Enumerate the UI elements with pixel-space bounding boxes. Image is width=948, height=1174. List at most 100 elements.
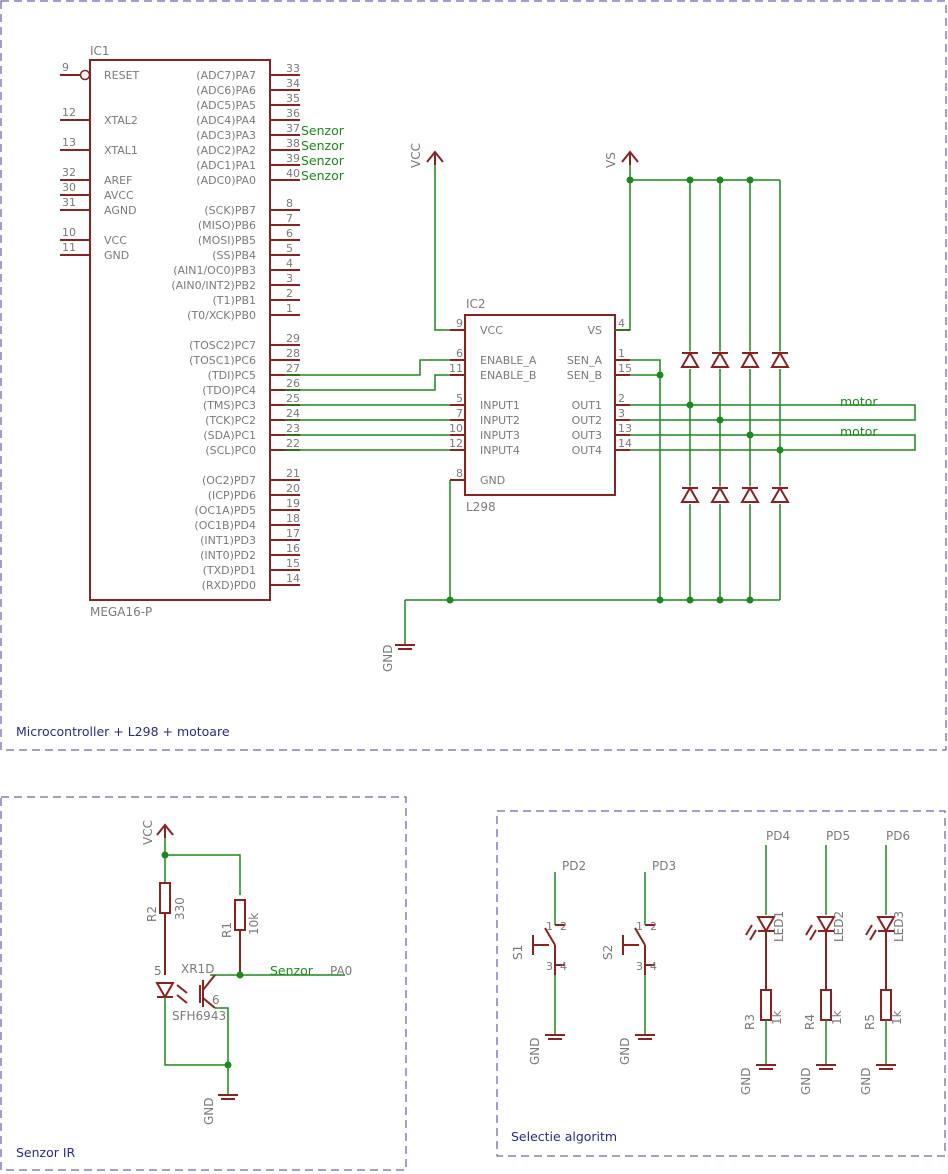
sensor-net-pa3: Senzor	[301, 123, 345, 138]
led-res-name: R4	[803, 1014, 817, 1030]
ic2-pin-num: 14	[618, 437, 632, 450]
flyback-diode	[680, 350, 700, 369]
ic1-pin-num: 5	[286, 242, 293, 255]
xr-value: SFH6943	[172, 1009, 226, 1023]
ic1-left-pins: 9RESET12XTAL213XTAL132AREF30AVCC31AGND10…	[60, 61, 140, 262]
ir-vcc-label: VCC	[141, 820, 155, 845]
led-net: PD6	[886, 829, 910, 843]
ic1-pin-label: (TDO)PC4	[202, 384, 256, 397]
ic2-pin-num: 9	[456, 317, 463, 330]
sensor-net-pa1: Senzor	[301, 153, 345, 168]
ic2-pin-label: ENABLE_A	[480, 354, 537, 367]
ic1-pin-label: (TOSC1)PC6	[189, 354, 256, 367]
ic1-pin-num: 22	[286, 437, 300, 450]
ic1-pin-num: 34	[286, 77, 300, 90]
ic2-pin-num: 1	[618, 347, 625, 360]
ic1-pin-num: 38	[286, 137, 300, 150]
ic1-pin-label: (ADC6)PA6	[196, 84, 256, 97]
ic2-name: IC2	[466, 297, 486, 311]
ic1-pin-num: 26	[286, 377, 300, 390]
ic2-pin-num: 12	[449, 437, 463, 450]
ic1-pin-num: 8	[286, 197, 293, 210]
ic2-pin-label: OUT3	[572, 429, 602, 442]
ic1-pin-label: AREF	[104, 174, 132, 187]
r1-value: 10k	[247, 913, 261, 935]
main-wiring	[285, 165, 916, 645]
ic2-pin-num: 5	[456, 392, 463, 405]
ic2-pin-label: INPUT3	[480, 429, 520, 442]
r1-name: R1	[220, 922, 234, 938]
vcc-symbol: VCC	[409, 143, 444, 168]
ic1-name: IC1	[90, 44, 110, 58]
ic1-pin-num: 14	[286, 572, 300, 585]
switch-pin: 1	[636, 920, 643, 933]
ic1-pin-label: (ADC0)PA0	[196, 174, 256, 187]
ic1-pin-num: 25	[286, 392, 300, 405]
flyback-diode	[740, 485, 760, 504]
ic1-pin-num: 39	[286, 152, 300, 165]
vs-symbol: VS	[604, 150, 639, 168]
ic2-pin-num: 10	[449, 422, 463, 435]
ic1-pin-label: (AIN1/OC0)PB3	[173, 264, 256, 277]
ic1-pin-label: (OC1B)PD4	[194, 519, 256, 532]
ic1-sensor-nets: Senzor Senzor Senzor Senzor	[301, 123, 345, 183]
frame-ir: Senzor IR	[0, 796, 407, 1171]
ic1-pin-num: 3	[286, 272, 293, 285]
ic1-pin-num: 12	[62, 106, 76, 119]
led-name: LED3	[892, 911, 906, 942]
led-gnd: GND	[859, 1067, 873, 1095]
ic1-chip: IC1 MEGA16-P 9RESET12XTAL213XTAL132AREF3…	[60, 44, 300, 619]
xr-pin5: 5	[154, 964, 162, 978]
ic1-pin-label: (RXD)PD0	[202, 579, 256, 592]
led-name: LED1	[772, 911, 786, 942]
ic1-pin-label: (OC2)PD7	[202, 474, 256, 487]
ic2-left-pins: 9VCC6ENABLE_A11ENABLE_B5INPUT17INPUT210I…	[449, 317, 537, 487]
ic1-pin-label: (TMS)PC3	[203, 399, 256, 412]
ic1-pin-num: 6	[286, 227, 293, 240]
ic2-pin-num: 6	[456, 347, 463, 360]
motor-label-1: motor	[840, 394, 878, 409]
motor-label-2: motor	[840, 424, 878, 439]
ic1-pin-label: XTAL2	[104, 114, 138, 127]
r2-name: R2	[145, 906, 159, 922]
ic2-pin-label: VCC	[480, 324, 503, 337]
switch-pin: 3	[546, 960, 553, 973]
ic2-pin-label: INPUT1	[480, 399, 520, 412]
ic1-pin-num: 11	[62, 241, 76, 254]
ic1-pin-num: 13	[62, 136, 76, 149]
ic1-pin-num: 31	[62, 196, 76, 209]
ic1-pin-num: 1	[286, 302, 293, 315]
ir-senzor-net: Senzor	[270, 963, 314, 978]
xr-name: XR1D	[181, 962, 214, 976]
frame-ir-title: Senzor IR	[16, 1145, 76, 1160]
ic1-pin-num: 32	[62, 166, 76, 179]
ic1-right-pins: 33(ADC7)PA734(ADC6)PA635(ADC5)PA536(ADC4…	[171, 62, 300, 592]
ic1-pin-label: (ADC2)PA2	[196, 144, 256, 157]
ic1-pin-num: 37	[286, 122, 300, 135]
flyback-diode	[740, 350, 760, 369]
vcc-label: VCC	[409, 143, 423, 168]
ic2-pin-label: OUT4	[572, 444, 602, 457]
ic2-pin-num: 4	[618, 317, 625, 330]
ic1-pin-label: (ADC7)PA7	[196, 69, 256, 82]
ic1-pin-num: 4	[286, 257, 293, 270]
ic1-pin-num: 15	[286, 557, 300, 570]
ic1-pin-num: 35	[286, 92, 300, 105]
ic1-pin-label: (TCK)PC2	[205, 414, 256, 427]
ic1-pin-label: (INT1)PD3	[200, 534, 256, 547]
ic1-pin-num: 23	[286, 422, 300, 435]
ic1-pin-label: (ADC1)PA1	[196, 159, 256, 172]
ic2-pin-label: SEN_A	[567, 354, 603, 367]
switch-pin: 2	[560, 920, 567, 933]
ic1-pin-label: (TOSC2)PC7	[189, 339, 256, 352]
ir-port: PA0	[330, 964, 352, 978]
ic1-pin-num: 40	[286, 167, 300, 180]
switch-gnd: GND	[528, 1037, 542, 1065]
